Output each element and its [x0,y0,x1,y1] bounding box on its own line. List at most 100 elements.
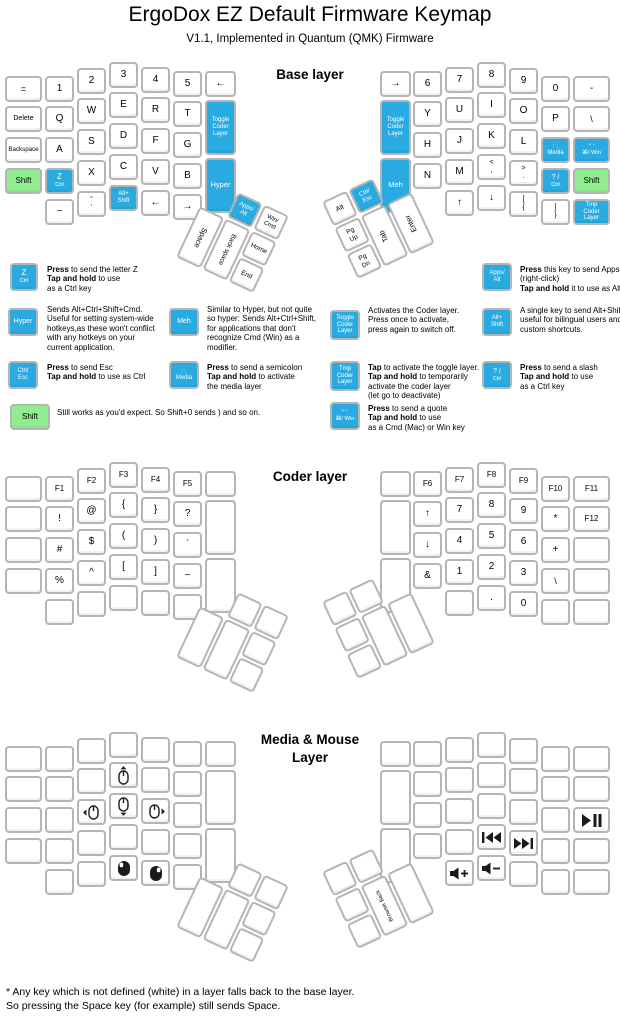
key-label: Shift [21,411,38,421]
key-label: ^ [89,567,94,579]
keyboard-key: >. [509,160,538,186]
keyboard-key [77,861,106,887]
keyboard-key [141,590,170,616]
key-label: I [490,99,493,111]
key-label: + [552,544,559,556]
keyboard-key: 7 [445,497,474,523]
keyboard-key [573,838,610,864]
key-label: ) [153,535,158,547]
key-label: ( [121,530,126,542]
keyboard-key: V [141,159,170,185]
keyboard-key: G [173,132,202,158]
key-label: ]} [554,204,557,219]
key-label: F10 [548,483,563,493]
slash-ctrl-legend-key: ? /Ctrl [482,361,512,389]
keyboard-key [380,500,411,555]
keyboard-key [205,828,236,883]
key-label: 5 [184,78,191,90]
keyboard-key: S [77,129,106,155]
play-pause-icon [581,813,602,827]
keyboard-key: + [541,537,570,563]
keyboard-key [77,738,106,764]
key-semicolon-media: : ;Media [541,137,570,163]
keyboard-key: ]} [541,199,570,225]
key-label: 9 [520,75,527,87]
keyboard-key: F10 [541,476,570,502]
key-label: C [119,161,128,173]
key-label: R [151,104,160,116]
keyboard-key [541,807,570,833]
key-label: K [488,130,495,142]
key-label: Y [424,108,431,120]
keyboard-key [45,807,74,833]
keyboard-key [173,741,202,767]
key-label: $ [88,536,95,548]
keyboard-key [5,506,42,532]
key-down-arrow: ↓ [413,532,442,558]
media-layer-title: Media & Mouse Layer [260,732,360,765]
keyboard-key [77,830,106,856]
keyboard-key [5,776,42,802]
keyboard-key: A [45,137,74,163]
key-label: 5 [488,530,495,542]
key-label: T [184,108,191,120]
keyboard-key: 3 [109,62,138,88]
keyboard-key: U [445,97,474,123]
vol-up-icon [449,867,470,880]
key-label: 8 [488,69,495,81]
key-label: Delete [13,115,34,123]
keyboard-key: 6 [509,529,538,555]
keyboard-key: 2 [477,554,506,580]
keyboard-key: 9 [509,68,538,94]
keyboard-key [5,746,42,772]
keyboard-key [445,767,474,793]
key-label: 7 [456,504,463,516]
key-label: ~ [56,206,63,218]
base-layer-title: Base layer [276,67,344,82]
key-label: ? [184,508,191,520]
keyboard-key [509,799,538,825]
keyboard-key [445,590,474,616]
key-label: 4 [456,535,463,547]
keyboard-key: W [77,98,106,124]
keyboard-key [541,599,570,625]
keyboard-key: 0 [541,76,570,102]
key-label: ! [58,513,61,525]
key-label: # [56,544,63,556]
key-label: F2 [86,475,97,485]
keyboard-key [509,861,538,887]
tmp-coder-layer-legend-desc: Tap to activate the toggle layer.Tap and… [368,363,480,401]
key-label: Q [55,113,64,125]
mouse-right-click-icon [149,865,163,882]
keyboard-key: T [173,101,202,127]
keyboard-key [205,558,236,613]
keyboard-key: 2 [77,68,106,94]
keyboard-key: 3 [509,560,538,586]
key-label: J [457,135,462,147]
key-left-arrow: ← [141,190,170,216]
key-label: 3 [520,567,527,579]
key-label: [ [122,561,125,573]
footnote: * Any key which is not defined (white) i… [6,985,354,1013]
keyboard-key: [{ [509,191,538,217]
keyboard-key [77,768,106,794]
keyboard-key [173,771,202,797]
keyboard-key: “‘ [77,191,106,217]
key-label: 8 [488,499,495,511]
keyboard-key [109,824,138,850]
keyboard-key: E [109,92,138,118]
keyboard-key [509,768,538,794]
key-label: : ;Media [175,368,193,382]
keyboard-key [205,471,236,497]
keyboard-key [77,799,106,825]
key-label: 2 [88,75,95,87]
keyboard-key [413,833,442,859]
